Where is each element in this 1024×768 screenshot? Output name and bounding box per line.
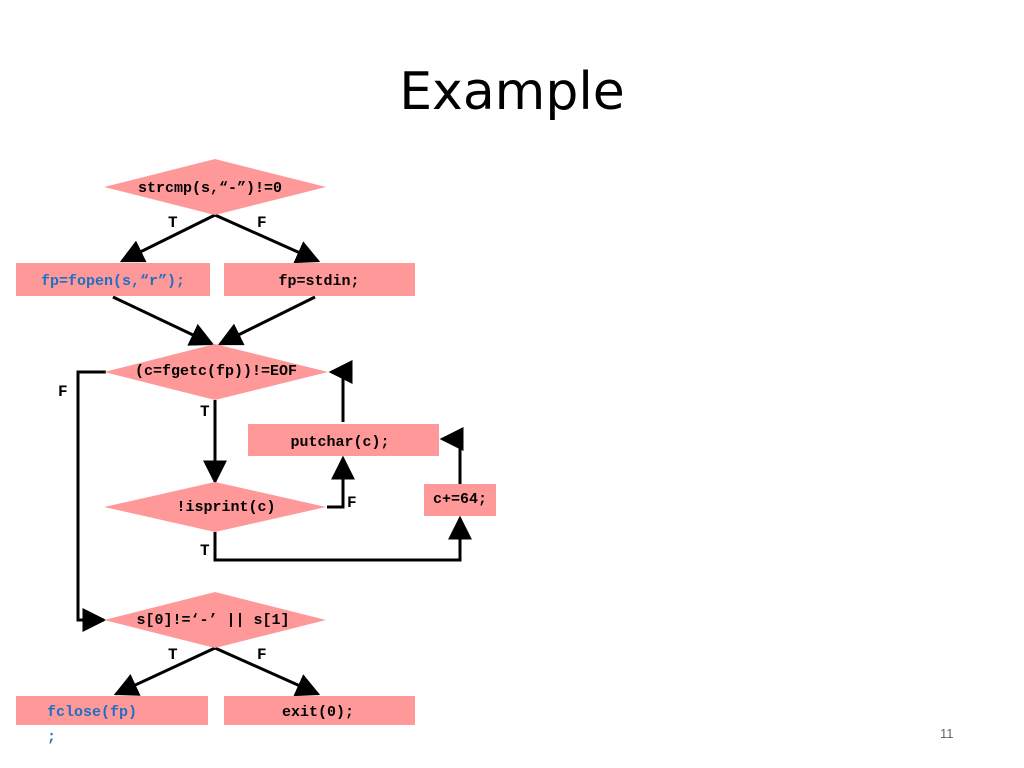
node-cond1: strcmp(s,“-”)!=0 xyxy=(104,159,326,215)
node-cond1-label: strcmp(s,“-”)!=0 xyxy=(138,180,282,197)
decision-shape xyxy=(104,344,328,400)
slide-title: Example xyxy=(399,62,625,122)
connectors xyxy=(76,213,472,697)
process-shape xyxy=(224,263,415,296)
edge-add64-putchar xyxy=(439,427,464,484)
node-add64-label: c+=64; xyxy=(433,491,487,508)
loop-false-label: F xyxy=(58,383,68,401)
loop-true-label: T xyxy=(200,403,210,421)
node-loop-label: (c=fgetc(fp))!=EOF xyxy=(135,363,297,380)
node-stdin: fp=stdin; xyxy=(224,263,415,296)
isprint-false-label: F xyxy=(347,494,357,512)
node-exit-label: exit(0); xyxy=(282,704,354,721)
cond1-false-label: F xyxy=(257,214,267,232)
process-shape xyxy=(16,263,210,296)
edge-isprint-false xyxy=(327,455,355,509)
cond2-false-label: F xyxy=(257,646,267,664)
node-add64: c+=64; xyxy=(424,484,496,516)
decision-shape xyxy=(104,159,326,215)
cond1-true-label: T xyxy=(168,214,178,232)
decision-shape xyxy=(104,592,326,648)
edge-isprint-true xyxy=(213,515,472,562)
node-isprint-label: !isprint(c) xyxy=(176,499,275,516)
edge-labels: T F F T F T T F xyxy=(58,214,357,664)
process-shape xyxy=(224,696,415,725)
node-exit: exit(0); xyxy=(224,696,415,725)
slide-number: 11 xyxy=(940,726,954,741)
node-fopen: fp=fopen(s,“r”); xyxy=(16,263,210,296)
node-fclose-label-line2: ; xyxy=(47,729,56,746)
process-shape xyxy=(16,696,208,725)
node-cond2: s[0]!=‘-’ || s[1] xyxy=(104,592,326,648)
edge-fopen-loop xyxy=(112,295,215,346)
cond2-true-label: T xyxy=(168,646,178,664)
edge-putchar-loop xyxy=(328,360,353,422)
node-putchar-label: putchar(c); xyxy=(290,434,389,451)
edge-cond1-false xyxy=(214,213,321,264)
node-fclose: fclose(fp) ; xyxy=(16,696,208,746)
process-shape xyxy=(424,484,496,516)
edge-cond2-false xyxy=(214,646,321,697)
node-cond2-label: s[0]!=‘-’ || s[1] xyxy=(136,612,289,629)
node-isprint: !isprint(c) xyxy=(104,482,326,532)
node-stdin-label: fp=stdin; xyxy=(278,273,359,290)
edge-cond2-true xyxy=(113,646,216,696)
decision-shape xyxy=(104,482,326,532)
node-loop: (c=fgetc(fp))!=EOF xyxy=(104,344,328,400)
process-shape xyxy=(248,424,439,456)
node-putchar: putchar(c); xyxy=(248,424,439,456)
edge-stdin-loop xyxy=(217,295,316,346)
node-fclose-label-line1: fclose(fp) xyxy=(47,704,137,721)
edge-cond1-true xyxy=(119,213,216,263)
edge-loop-false xyxy=(76,370,107,632)
node-fopen-label: fp=fopen(s,“r”); xyxy=(41,273,185,290)
isprint-true-label: T xyxy=(200,542,210,560)
